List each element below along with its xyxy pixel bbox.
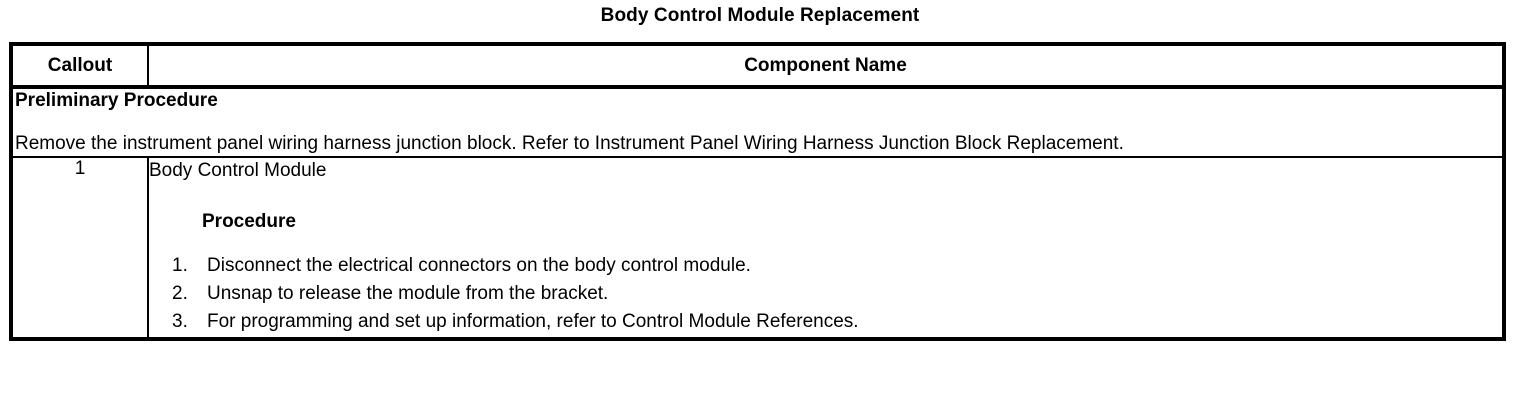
table-header-row: Callout Component Name: [10, 43, 1505, 89]
preliminary-procedure-heading: Preliminary Procedure: [15, 90, 218, 111]
step-text: For programming and set up information, …: [207, 311, 859, 332]
component-detail-cell: Body Control Module Procedure 1. Disconn…: [147, 156, 1505, 340]
column-header-component-name: Component Name: [147, 43, 1505, 89]
list-item: 1. Disconnect the electrical connectors …: [149, 253, 1502, 278]
preliminary-procedure-cell: Preliminary Procedure Remove the instrum…: [10, 86, 1505, 158]
column-header-callout: Callout: [10, 43, 149, 89]
table-row: 1 Body Control Module Procedure 1. Disco…: [10, 156, 1505, 340]
preliminary-procedure-row: Preliminary Procedure Remove the instrum…: [10, 86, 1505, 158]
procedure-step-list: 1. Disconnect the electrical connectors …: [149, 253, 1502, 334]
list-item: 3. For programming and set up informatio…: [149, 309, 1502, 334]
step-text: Disconnect the electrical connectors on …: [207, 255, 751, 276]
page-title: Body Control Module Replacement: [600, 5, 920, 26]
list-item: 2. Unsnap to release the module from the…: [149, 281, 1502, 306]
step-number: 1.: [172, 255, 188, 276]
procedure-heading: Procedure: [202, 211, 296, 232]
step-text: Unsnap to release the module from the br…: [207, 283, 609, 304]
component-name-text: Body Control Module: [149, 160, 327, 181]
step-number: 3.: [172, 311, 188, 332]
procedure-table: Callout Component Name Preliminary Proce…: [9, 42, 1506, 341]
step-number: 2.: [172, 283, 188, 304]
callout-number: 1: [10, 156, 149, 340]
preliminary-procedure-text: Remove the instrument panel wiring harne…: [15, 133, 1124, 154]
